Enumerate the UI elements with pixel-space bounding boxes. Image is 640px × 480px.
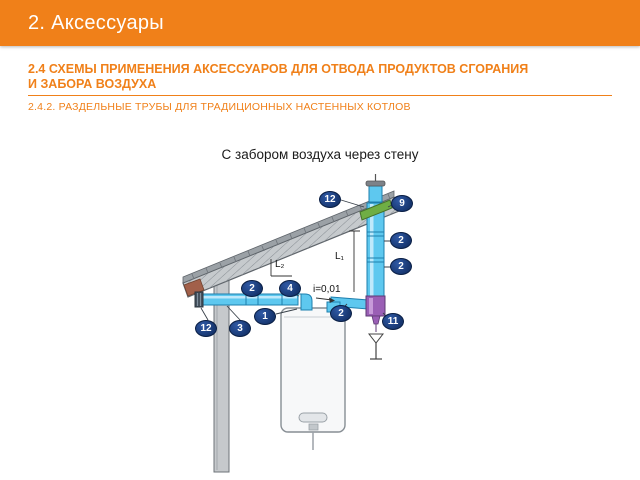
roof-tiles [182, 190, 395, 284]
part-badge: 2 [241, 280, 263, 297]
l1-label: L₁ [335, 251, 344, 262]
boiler [280, 307, 346, 450]
wall-post [213, 279, 230, 473]
part-badge: 12 [319, 191, 341, 208]
part-badge: 11 [382, 313, 404, 330]
subsection-title: 2.4.2. РАЗДЕЛЬНЫЕ ТРУБЫ ДЛЯ ТРАДИЦИОННЫХ… [28, 101, 411, 113]
intake-terminal [194, 291, 204, 308]
part-badge: 1 [254, 308, 276, 325]
l2-label: L₂ [275, 259, 285, 270]
section-divider [28, 95, 612, 96]
part-badge: 12 [195, 320, 217, 337]
roof-terminal [359, 174, 393, 221]
dimension-l1 [349, 230, 360, 292]
diagram-title: С забором воздуха через стену [221, 147, 419, 162]
roof [182, 190, 400, 298]
air-elbow [295, 293, 313, 311]
section-title: 2.4 СХЕМЫ ПРИМЕНЕНИЯ АКСЕССУАРОВ ДЛЯ ОТВ… [28, 62, 612, 92]
page-title: 2. Аксессуары [28, 11, 164, 34]
slope-arrowhead [329, 297, 335, 303]
part-badge: 9 [391, 195, 413, 212]
condensate-collector [365, 295, 386, 360]
part-badge: 2 [390, 258, 412, 275]
rain-cap [365, 180, 386, 187]
part-badge: 4 [279, 280, 301, 297]
part-badge: 3 [229, 320, 251, 337]
dimension-l2 [270, 259, 292, 277]
slope-label: i=0,01 [313, 284, 341, 295]
header-bar: 2. Аксессуары [0, 0, 640, 46]
part-badge: 2 [390, 232, 412, 249]
part-badge: 2 [330, 305, 352, 322]
drain-funnel [367, 333, 385, 360]
section-title-line1: 2.4 СХЕМЫ ПРИМЕНЕНИЯ АКСЕССУАРОВ ДЛЯ ОТВ… [28, 62, 529, 76]
section-title-line2: И ЗАБОРА ВОЗДУХА [28, 77, 157, 91]
